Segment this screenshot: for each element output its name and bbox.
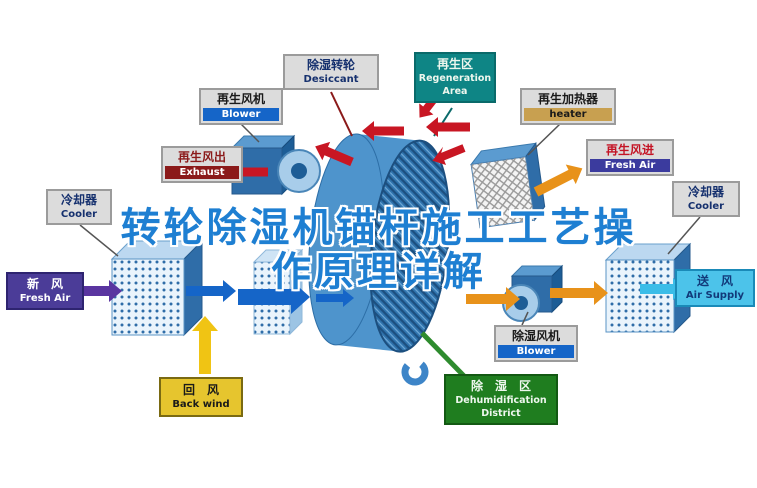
label-desiccant-zh: 除湿转轮 <box>306 58 355 72</box>
label-regen-blower: 再生风机 Blower <box>199 88 283 125</box>
label-back-wind-zh: 回 风 <box>182 383 219 397</box>
arrow-process-air <box>238 280 310 314</box>
arrow-return-air <box>192 316 218 374</box>
label-regen-area-zh: 再生区 <box>436 57 473 71</box>
watermark-line-2: 作原理详解 <box>271 249 486 295</box>
label-fresh-air-en: Fresh Air <box>19 293 71 304</box>
label-air-supply: 送 风 Air Supply <box>675 269 755 307</box>
label-desiccant-wheel: 除湿转轮 Desiccant <box>283 54 379 90</box>
desiccant-wheel <box>308 133 451 353</box>
arrow-dry-air-1 <box>466 287 520 311</box>
regen-blower-unit <box>230 134 321 196</box>
label-regen-blower-zh: 再生风机 <box>216 92 265 106</box>
label-air-supply-zh: 送 风 <box>696 274 733 288</box>
arrow-to-regen-blower <box>315 141 354 167</box>
arrow-supply-air <box>640 278 686 300</box>
arrow-dry-air-2 <box>550 281 608 305</box>
label-cooler-left-en: Cooler <box>60 209 98 220</box>
label-regen-area: 再生区 Regeneration Area <box>414 52 496 103</box>
arrow-regen-top-2 <box>362 121 404 141</box>
label-dehumid-district-en: Dehumidification <box>455 395 547 406</box>
label-dehumid-district-zh: 除 湿 区 <box>470 379 531 393</box>
label-cooler-left: 冷却器 Cooler <box>46 189 112 225</box>
label-exhaust-en: Exhaust <box>165 166 239 179</box>
label-dehumid-blower-en: Blower <box>498 345 574 358</box>
label-dehumid-district-en2: District <box>481 408 521 419</box>
label-regen-heater-en: heater <box>524 108 612 121</box>
label-fresh-air: 新 风 Fresh Air <box>6 272 84 310</box>
label-regen-blower-en: Blower <box>203 108 279 121</box>
label-exhaust-zh: 再生风出 <box>177 150 226 164</box>
label-cooler-right-zh: 冷却器 <box>687 185 724 199</box>
label-cooler-right-en: Cooler <box>687 201 725 212</box>
label-cooler-right: 冷却器 Cooler <box>672 181 740 217</box>
label-back-wind: 回 风 Back wind <box>159 377 243 417</box>
arrow-regen-fresh-in <box>533 164 583 197</box>
label-desiccant-en: Desiccant <box>303 74 359 85</box>
label-cooler-left-zh: 冷却器 <box>60 193 97 207</box>
arrow-heater-to-wheel <box>432 144 466 165</box>
arrow-regen-top-1 <box>426 117 470 137</box>
regen-heater-box <box>469 141 546 229</box>
label-regen-area-en: Regeneration Area <box>418 73 492 97</box>
watermark-title: 转轮除湿机锚杆施工工艺操 作原理详解 <box>0 206 757 294</box>
dehumid-district-pointer <box>420 331 466 378</box>
label-fresh-air-zh: 新 风 <box>26 277 63 291</box>
label-regen-heater: 再生加热器 heater <box>520 88 616 125</box>
arrow-into-wheel <box>316 289 354 307</box>
label-dehumid-district: 除 湿 区 Dehumidification District <box>444 374 558 425</box>
wheel-seal-ring <box>401 358 429 386</box>
label-regen-heater-zh: 再生加热器 <box>537 92 598 106</box>
watermark-line-1: 转轮除湿机锚杆施工工艺操 <box>120 205 637 251</box>
label-dehumid-blower: 除湿风机 Blower <box>494 325 578 362</box>
label-regen-fresh-air-zh: 再生风进 <box>605 143 654 157</box>
airflow-arrows <box>82 91 686 374</box>
label-regen-fresh-air: 再生风进 Fresh Air <box>586 139 674 176</box>
arrow-fresh-air-in <box>82 280 122 302</box>
label-air-supply-en: Air Supply <box>685 290 745 301</box>
label-dehumid-blower-zh: 除湿风机 <box>511 329 560 343</box>
label-regen-fresh-air-en: Fresh Air <box>590 159 670 172</box>
arrow-cooler-out <box>186 280 236 302</box>
label-back-wind-en: Back wind <box>172 399 230 410</box>
label-exhaust: 再生风出 Exhaust <box>161 146 243 183</box>
